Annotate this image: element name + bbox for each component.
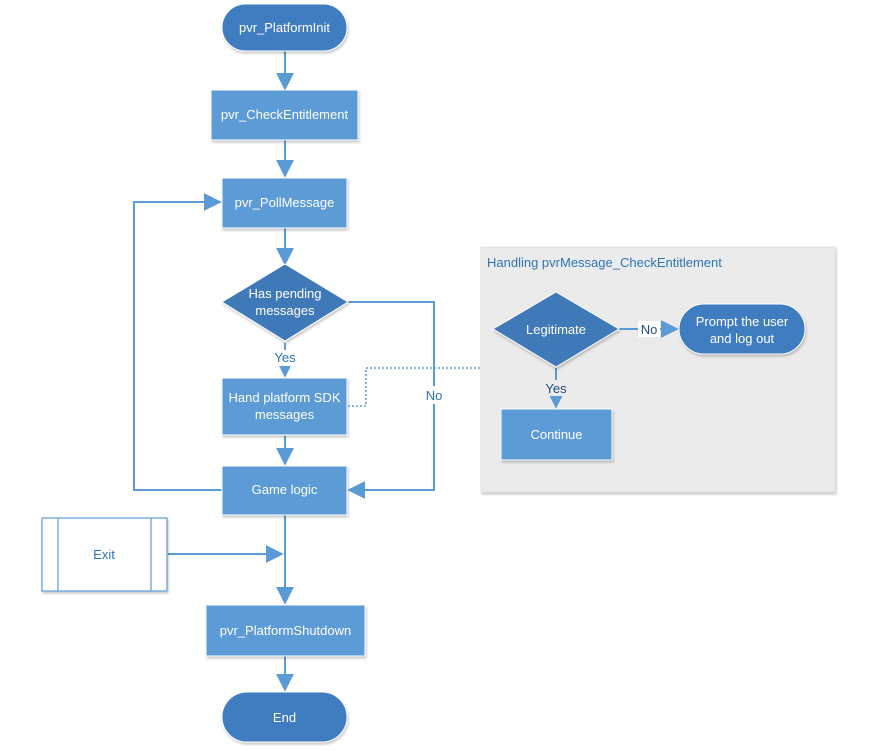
node-platform-shutdown[interactable]: pvr_PlatformShutdown <box>205 604 366 657</box>
legitimate-label: Legitimate <box>526 322 586 337</box>
label-bg-legit-no <box>638 321 660 337</box>
prompt-label-line1: Prompt the user <box>696 314 789 329</box>
node-prompt-logout[interactable]: Prompt the user and log out <box>678 303 806 355</box>
has-pending-label-line1: Has pending <box>249 286 322 301</box>
decision-has-pending[interactable]: Has pending messages <box>221 263 349 342</box>
label-bg-yes <box>270 350 300 366</box>
node-platform-init[interactable]: pvr_PlatformInit <box>221 3 348 52</box>
pending-no-label: No <box>426 388 443 403</box>
edge-dotted-link <box>348 367 482 407</box>
platform-shutdown-label: pvr_PlatformShutdown <box>220 623 352 638</box>
prompt-label-line2: and log out <box>710 331 775 346</box>
node-poll-message[interactable]: pvr_PollMessage <box>221 177 348 229</box>
end-label: End <box>273 710 296 725</box>
edge-loop-back <box>133 193 222 491</box>
decision-legitimate[interactable]: Legitimate <box>492 291 620 368</box>
node-end[interactable]: End <box>221 691 348 743</box>
legit-no-label: No <box>641 322 658 337</box>
node-exit[interactable]: Exit <box>41 517 168 592</box>
hand-sdk-label-line1: Hand platform SDK <box>229 390 341 405</box>
check-entitlement-label: pvr_CheckEntitlement <box>221 107 349 122</box>
pending-yes-label: Yes <box>274 350 296 365</box>
legit-yes-label: Yes <box>545 381 567 396</box>
continue-label: Continue <box>530 427 582 442</box>
exit-label: Exit <box>93 547 115 562</box>
label-bg-no <box>420 386 449 404</box>
node-check-entitlement[interactable]: pvr_CheckEntitlement <box>210 89 359 141</box>
label-bg-legit-yes <box>542 380 570 396</box>
has-pending-label-line2: messages <box>255 303 315 318</box>
node-game-logic[interactable]: Game logic <box>221 465 348 516</box>
hand-sdk-label-line2: messages <box>255 407 315 422</box>
group-title: Handling pvrMessage_CheckEntitlement <box>487 255 722 270</box>
game-logic-label: Game logic <box>252 482 318 497</box>
platform-init-label: pvr_PlatformInit <box>239 20 330 35</box>
node-continue[interactable]: Continue <box>500 408 613 461</box>
node-hand-sdk-messages[interactable]: Hand platform SDK messages <box>221 377 348 436</box>
poll-message-label: pvr_PollMessage <box>235 195 335 210</box>
